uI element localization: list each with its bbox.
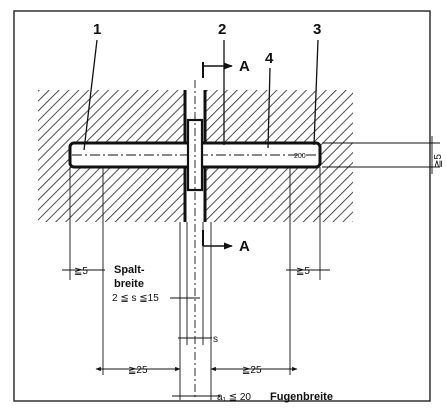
callout-3: 3 [313, 21, 321, 38]
dim-edge-right-text: ≧5 [296, 266, 310, 277]
callout-4: 4 [265, 50, 274, 67]
callout-1: 1 [93, 21, 101, 38]
section-label-bottom: A [239, 238, 250, 255]
callout-2: 2 [218, 21, 226, 38]
leader-4 [267, 67, 271, 149]
dim-len-right-text: ≧25 [242, 365, 262, 376]
dowel-mark: 200 [294, 153, 306, 160]
dim-s-text: s [213, 334, 218, 345]
dim-edge-left-text: ≧5 [74, 266, 88, 277]
leader-3 [313, 39, 319, 146]
dim-joint-text: a₁ ≦ 20 [217, 392, 251, 403]
section-label-top: A [239, 58, 250, 75]
gap-range-text: 2 ≦ s ≦15 [112, 293, 159, 304]
dim-len-left-text: ≧25 [128, 365, 148, 376]
leader-1 [83, 39, 98, 151]
joint-width-label: Fugenbreite [270, 391, 333, 403]
gap-label: Spalt- breite [114, 264, 148, 290]
dim-right-text: ≧5 [433, 154, 444, 168]
drawing-frame [13, 10, 431, 402]
